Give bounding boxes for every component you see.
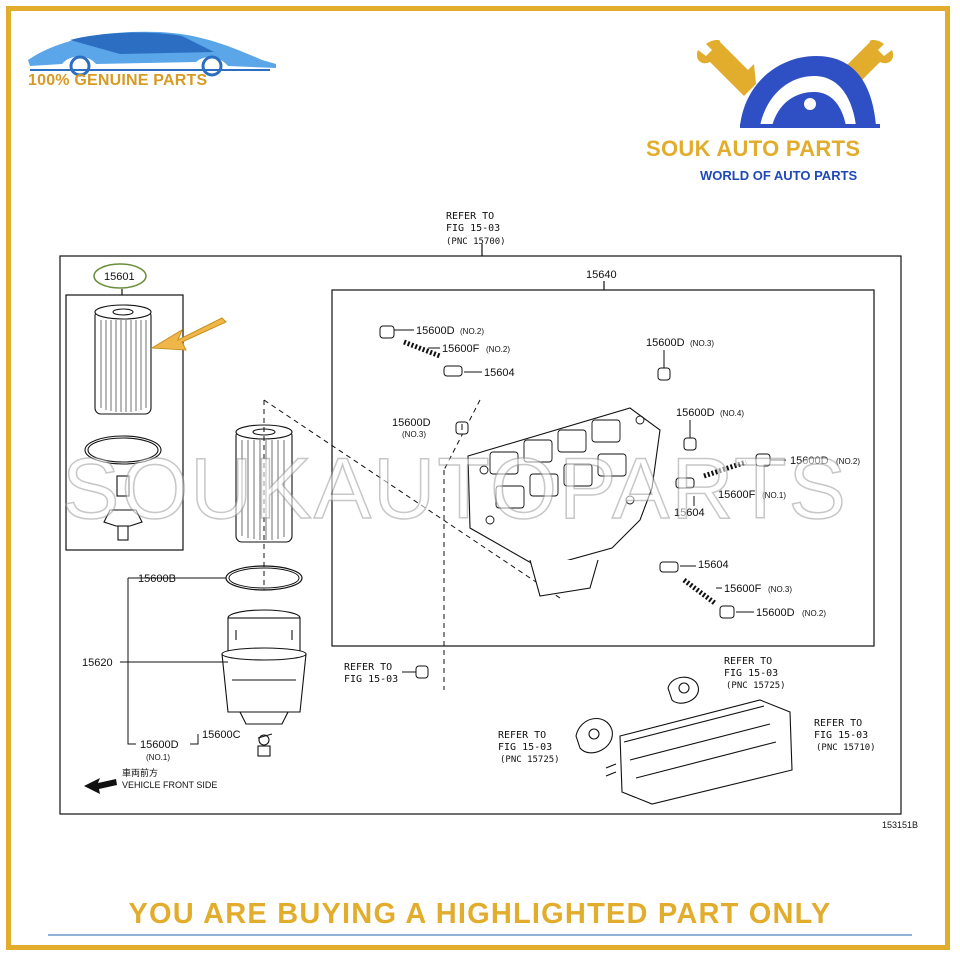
top-refer-1: REFER TO: [446, 211, 494, 222]
highlight-arrow-icon: [150, 317, 227, 351]
label-15600d-g-note: (NO.1): [146, 753, 170, 762]
top-refer-3: (PNC 15700): [446, 237, 506, 247]
refer-right-top-1: REFER TO: [724, 656, 772, 667]
label-15600d-b: 15600D: [646, 337, 685, 349]
outer-frame: [6, 6, 950, 950]
label-15600f-c: 15600F: [724, 583, 762, 595]
genuine-parts-label: 100% GENUINE PARTS: [28, 72, 208, 89]
label-15600d-d-note: (NO.4): [720, 409, 744, 418]
label-15600b: 15600B: [138, 573, 176, 585]
label-15600d-f-note: (NO.2): [802, 609, 826, 618]
label-15604-b: 15604: [674, 507, 705, 519]
label-15600d-f: 15600D: [756, 607, 795, 619]
label-15600f-a-note: (NO.2): [486, 345, 510, 354]
label-15600d-b-note: (NO.3): [690, 339, 714, 348]
watermark: SOUKAUTOPARTS: [61, 440, 848, 538]
label-15640: 15640: [586, 269, 617, 281]
label-15600f-a: 15600F: [442, 343, 480, 355]
label-15601: 15601: [104, 271, 135, 283]
refer-right-1: REFER TO: [814, 718, 862, 729]
highlight-banner: YOU ARE BUYING A HIGHLIGHTED PART ONLY: [128, 898, 832, 930]
label-15604-a: 15604: [484, 367, 515, 379]
banner-divider: [48, 934, 912, 936]
front-side-en: VEHICLE FRONT SIDE: [122, 780, 217, 790]
label-15600d-c: 15600D: [392, 417, 431, 429]
label-15604-c: 15604: [698, 559, 729, 571]
label-15600d-d: 15600D: [676, 407, 715, 419]
oil-cooler-body: [575, 676, 793, 805]
refer-right-3: (PNC 15710): [816, 743, 876, 753]
label-15600d-a-note: (NO.2): [460, 327, 484, 336]
refer-mid-1: REFER TO: [344, 662, 392, 673]
refer-left-bottom-3: (PNC 15725): [500, 755, 560, 765]
front-side-jp: 車両前方: [122, 767, 158, 778]
label-15600c: 15600C: [202, 729, 241, 741]
label-15600d-a: 15600D: [416, 325, 455, 337]
label-15600d-c-note: (NO.3): [402, 430, 426, 439]
refer-right-top-3: (PNC 15725): [726, 681, 786, 691]
label-15600f-b-note: (NO.1): [762, 491, 786, 500]
filter-housing: [221, 609, 307, 757]
filter-element-highlighted: [84, 304, 162, 541]
refer-right-top-2: FIG 15-03: [724, 668, 778, 679]
top-refer-2: FIG 15-03: [446, 223, 500, 234]
diagram-frame: [59, 255, 902, 815]
label-15600f-c-note: (NO.3): [768, 585, 792, 594]
vehicle-front-arrow-icon: [84, 778, 117, 794]
refer-left-bottom-2: FIG 15-03: [498, 742, 552, 753]
label-15600d-e: 15600D: [790, 455, 829, 467]
filter-box: [65, 294, 184, 551]
label-15620: 15620: [82, 657, 113, 669]
refer-left-bottom-1: REFER TO: [498, 730, 546, 741]
refer-right-2: FIG 15-03: [814, 730, 868, 741]
label-15600d-e-note: (NO.2): [836, 457, 860, 466]
oil-cooler-plate: [467, 407, 661, 597]
cooler-box: [331, 289, 875, 647]
refer-mid-2: FIG 15-03: [344, 674, 398, 685]
figure-id: 153151B: [882, 820, 918, 830]
label-15600d-g: 15600D: [140, 739, 179, 751]
brand-name: SOUK AUTO PARTS: [646, 136, 861, 161]
highlight-oval: [93, 263, 147, 289]
brand-tagline: WORLD OF AUTO PARTS: [700, 168, 858, 183]
label-15600f-b: 15600F: [718, 489, 756, 501]
